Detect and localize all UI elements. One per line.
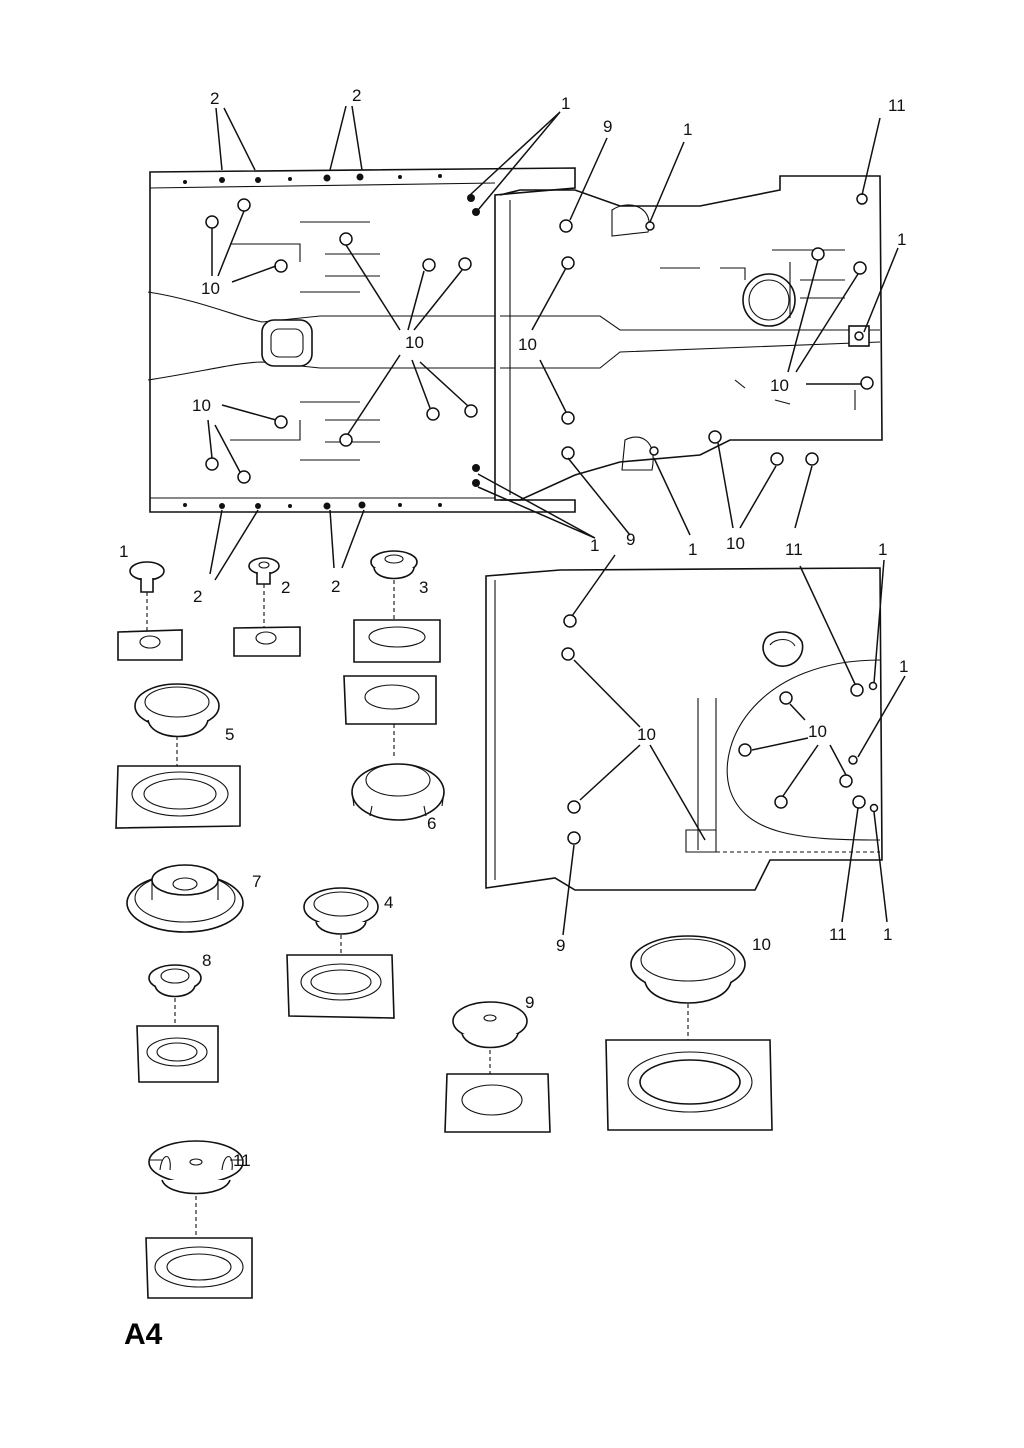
part-9-dome-grommet: [444, 1001, 551, 1133]
callout-label: 7: [252, 872, 261, 891]
callout-label: 2: [281, 578, 290, 597]
callout-label: 9: [603, 117, 612, 136]
callout-labels: 2 2 1 9 1 11 1 10 10 10 10 10 1 9 1 10 1…: [119, 86, 908, 1170]
callout-label: 1: [899, 657, 908, 676]
callout-label: 1: [683, 120, 692, 139]
callout-label: 10: [405, 333, 424, 352]
callout-label: 1: [883, 925, 892, 944]
callout-label: 10: [726, 534, 745, 553]
callout-label: 1: [897, 230, 906, 249]
callout-label: 1: [878, 540, 887, 559]
leader-lines: [207, 105, 906, 936]
part-2-plug: [233, 557, 301, 657]
part-8-small-grommet: [136, 964, 219, 1083]
callout-label: 10: [518, 335, 537, 354]
callout-label: 10: [752, 935, 771, 954]
callout-label: 6: [427, 814, 436, 833]
callout-label: 10: [201, 279, 220, 298]
part-4-grommet: [286, 887, 395, 1019]
part-7-stepped-grommet: [126, 864, 244, 933]
callout-label: 10: [808, 722, 827, 741]
callout-label: 5: [225, 725, 234, 744]
callout-label: 2: [331, 577, 340, 596]
callout-label: 1: [561, 94, 570, 113]
callout-label: 2: [352, 86, 361, 105]
part-3-oval-plug: [343, 550, 441, 756]
part-6-retaining-ring: [351, 763, 445, 821]
callout-label: 2: [193, 587, 202, 606]
callout-label: 11: [888, 96, 906, 115]
callout-label: 1: [590, 536, 599, 555]
callout-label: 10: [192, 396, 211, 415]
part-11-split-grommet: [145, 1140, 253, 1299]
callout-label: 10: [770, 376, 789, 395]
callout-label: 2: [210, 89, 219, 108]
side-panel: [485, 567, 883, 891]
callout-label: 3: [419, 578, 428, 597]
part-10-large-grommet: [605, 935, 773, 1131]
callout-label: 9: [556, 936, 565, 955]
callout-label: 4: [384, 893, 393, 912]
page-id: A4: [124, 1318, 163, 1351]
callout-label: 11: [785, 540, 803, 559]
front-floor-panel: [147, 167, 576, 513]
callout-label: 11: [829, 925, 847, 944]
callout-label: 1: [688, 540, 697, 559]
callout-label: 11: [233, 1151, 251, 1170]
part-5-grommet: [115, 683, 241, 829]
rear-floor-panel: [499, 175, 883, 501]
part-1-plug: [117, 561, 183, 661]
callout-label: 1: [119, 542, 128, 561]
callout-label: 9: [626, 530, 635, 549]
callout-label: 9: [525, 993, 534, 1012]
callout-label: 10: [637, 725, 656, 744]
callout-label: 8: [202, 951, 211, 970]
